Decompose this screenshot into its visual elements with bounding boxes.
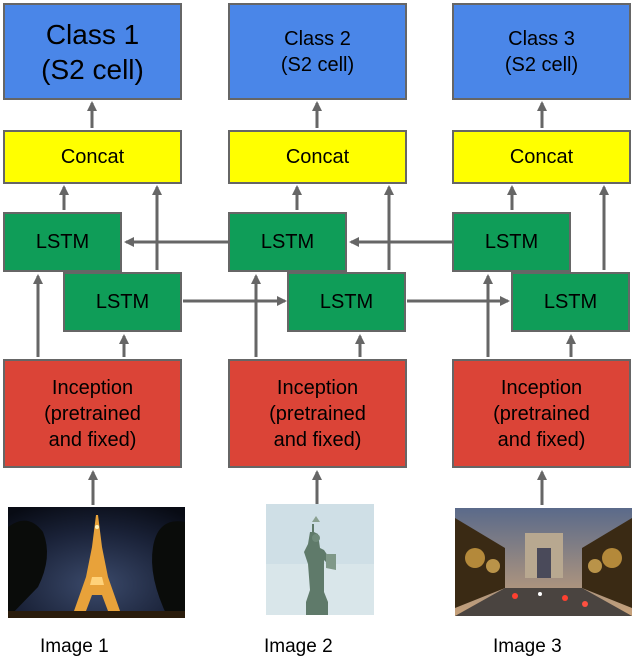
lstm-bottom-box-1: LSTM: [63, 272, 182, 332]
inception-sublabel-2: and fixed): [273, 428, 362, 451]
inception-sublabel-1: (pretrained: [493, 402, 590, 425]
lstm-bottom-box-2: LSTM: [287, 272, 406, 332]
class-label: Class 1: [45, 18, 140, 50]
class-box-2: Class 2 (S2 cell): [228, 3, 407, 100]
inception-label: Inception: [500, 376, 583, 399]
class-box-3: Class 3 (S2 cell): [452, 3, 631, 100]
image-caption-1: Image 1: [40, 636, 109, 657]
class-box-1: Class 1 (S2 cell): [3, 3, 182, 100]
lstm-label: LSTM: [35, 230, 90, 253]
inception-label: Inception: [276, 376, 359, 399]
class-label: Class 2: [284, 27, 351, 50]
image-caption-3: Image 3: [493, 636, 562, 657]
eiffel-tower-image: [8, 507, 185, 618]
inception-sublabel-1: (pretrained: [269, 402, 366, 425]
arc-de-triomphe-image: [455, 508, 632, 616]
lstm-label: LSTM: [484, 230, 539, 253]
inception-sublabel-1: (pretrained: [44, 402, 141, 425]
concat-label: Concat: [509, 145, 574, 168]
concat-label: Concat: [60, 145, 125, 168]
lstm-label: LSTM: [95, 290, 150, 313]
inception-box-2: Inception (pretrained and fixed): [228, 359, 407, 468]
concat-label: Concat: [285, 145, 350, 168]
concat-box-3: Concat: [452, 130, 631, 184]
class-sublabel: (S2 cell): [280, 53, 355, 76]
lstm-top-box-1: LSTM: [3, 212, 122, 272]
inception-box-1: Inception (pretrained and fixed): [3, 359, 182, 468]
lstm-bottom-box-3: LSTM: [511, 272, 630, 332]
lstm-top-box-3: LSTM: [452, 212, 571, 272]
lstm-label: LSTM: [319, 290, 374, 313]
class-label: Class 3: [508, 27, 575, 50]
class-sublabel: (S2 cell): [504, 53, 579, 76]
inception-label: Inception: [51, 376, 134, 399]
statue-of-liberty-image: [266, 504, 374, 615]
concat-box-1: Concat: [3, 130, 182, 184]
lstm-top-box-2: LSTM: [228, 212, 347, 272]
concat-box-2: Concat: [228, 130, 407, 184]
inception-sublabel-2: and fixed): [497, 428, 586, 451]
lstm-label: LSTM: [260, 230, 315, 253]
inception-box-3: Inception (pretrained and fixed): [452, 359, 631, 468]
inception-sublabel-2: and fixed): [48, 428, 137, 451]
image-caption-2: Image 2: [264, 636, 333, 657]
class-sublabel: (S2 cell): [41, 53, 144, 85]
lstm-label: LSTM: [543, 290, 598, 313]
